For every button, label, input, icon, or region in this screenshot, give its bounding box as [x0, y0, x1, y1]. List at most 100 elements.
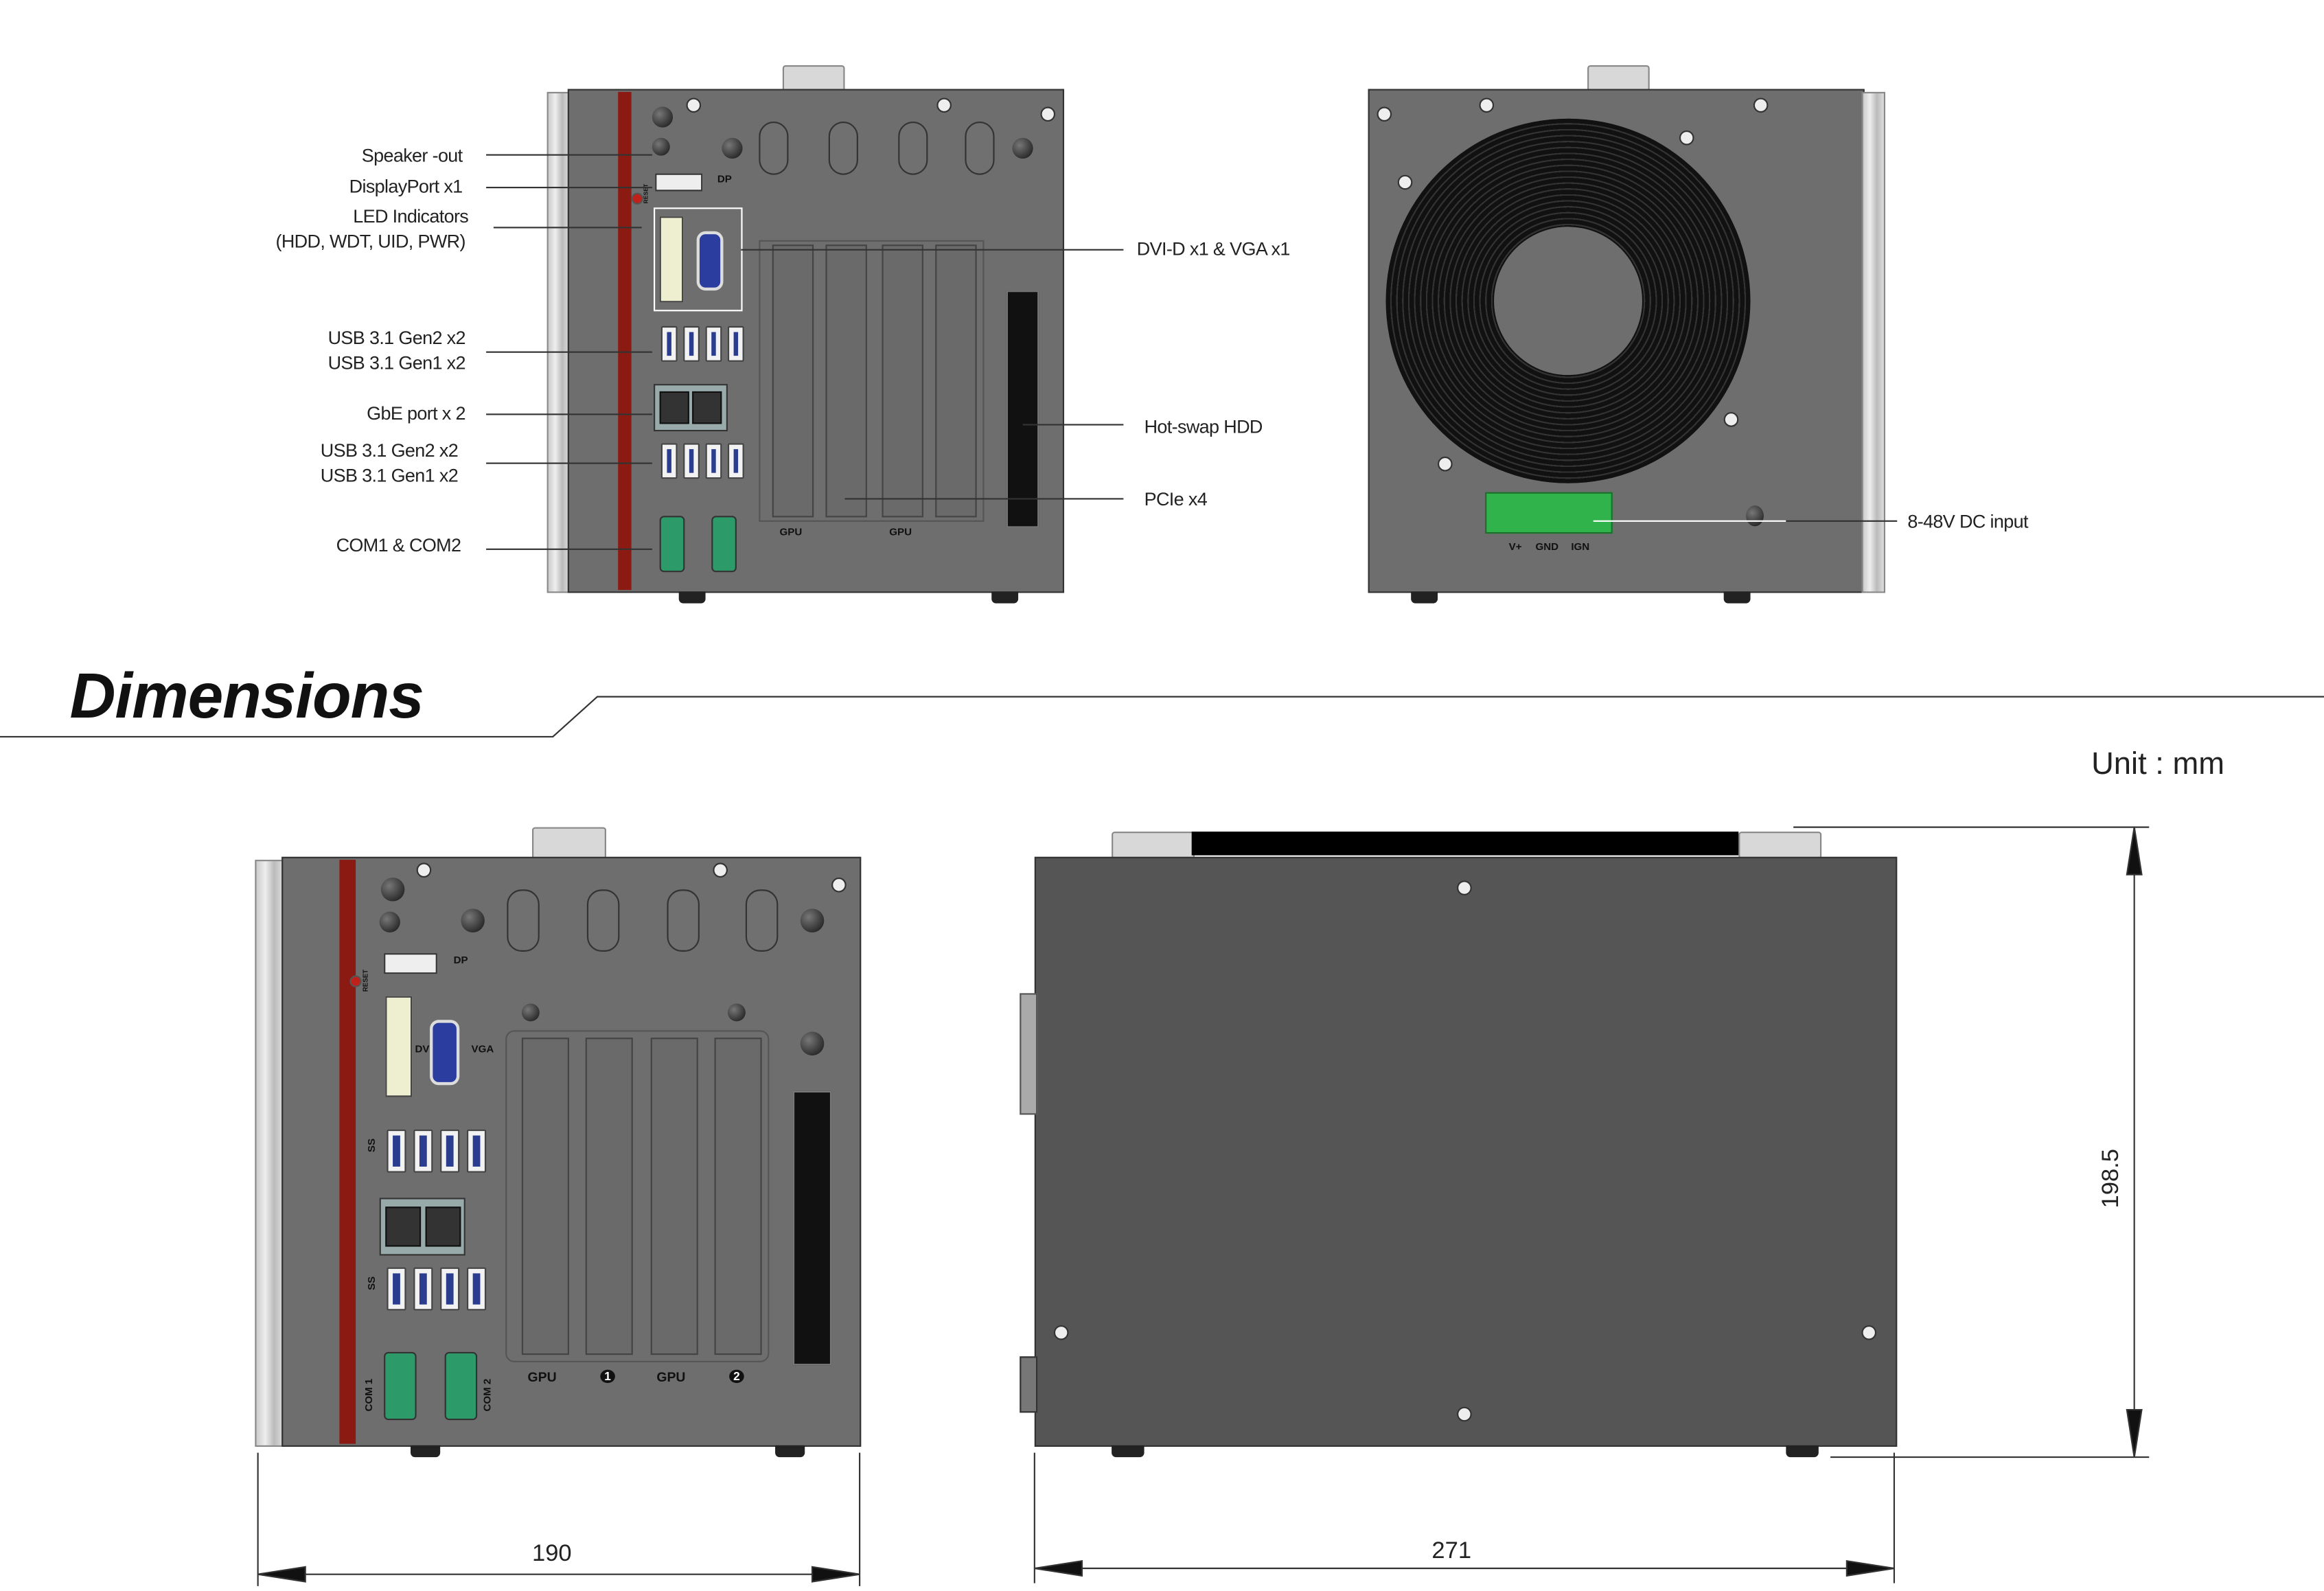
screw-icon — [713, 862, 728, 878]
displayport — [655, 173, 703, 192]
screw-icon — [1861, 1325, 1877, 1340]
pcie-slots — [505, 1030, 770, 1362]
usb-port — [727, 443, 744, 479]
usb-port — [683, 443, 700, 479]
com2-port — [444, 1351, 478, 1421]
pcie-slots — [759, 240, 985, 522]
pcie-slot — [650, 1038, 698, 1355]
dp-label: DP — [453, 956, 468, 967]
knob — [722, 137, 743, 159]
dvi-port — [659, 216, 684, 303]
leader-line — [1593, 520, 1786, 522]
pcie-slot — [882, 244, 923, 518]
foot — [1112, 1445, 1144, 1458]
leader-line — [844, 498, 1124, 500]
red-stripe — [339, 860, 356, 1444]
callout-usb-top: USB 3.1 Gen2 x2 — [327, 328, 466, 349]
video-box — [654, 207, 743, 312]
pcie-slot — [772, 244, 814, 518]
foot — [678, 591, 706, 604]
vga-port — [696, 231, 724, 291]
dp-label: DP — [717, 174, 732, 185]
handle — [1112, 832, 1195, 860]
gbe-ports — [654, 384, 728, 432]
foot — [410, 1445, 441, 1458]
db9-cutout — [965, 122, 995, 175]
section-title: Dimensions — [69, 661, 424, 733]
dvi-port — [385, 996, 413, 1097]
fan-hub — [1494, 227, 1642, 376]
side-connector — [1020, 1356, 1038, 1413]
callout-pcie: PCIe x4 — [1144, 489, 1208, 510]
usb-port — [387, 1267, 406, 1311]
pcie-slot — [521, 1038, 569, 1355]
rj45-port — [659, 391, 689, 424]
knob — [1012, 137, 1033, 159]
red-stripe — [618, 91, 632, 591]
pcie-slot — [935, 244, 977, 518]
screw-icon — [1397, 174, 1413, 190]
db9-cutout — [828, 122, 858, 175]
reset-button — [631, 192, 643, 205]
side-rail — [547, 91, 571, 593]
leader-line — [486, 413, 652, 415]
usb-port — [413, 1130, 433, 1173]
side-connector — [1020, 993, 1038, 1115]
speaker-jack — [379, 911, 400, 932]
callout-displayport: DisplayPort x1 — [349, 176, 463, 198]
pcie-slot — [585, 1038, 633, 1355]
hdd-tray — [1006, 290, 1039, 528]
foot — [1786, 1445, 1819, 1458]
unit-label: Unit : mm — [2091, 747, 2225, 781]
db9-cutout — [586, 889, 620, 952]
usb-port — [467, 1267, 487, 1311]
knob — [521, 1003, 540, 1022]
screw-icon — [831, 878, 847, 893]
screw-icon — [1457, 1406, 1472, 1422]
gpu-label: GPU — [889, 527, 912, 538]
foot — [1723, 591, 1751, 604]
db9-cutout — [507, 889, 540, 952]
usb-port — [727, 325, 744, 362]
chassis-front — [281, 856, 862, 1447]
callout-gbe: GbE port x 2 — [367, 403, 465, 424]
screw-icon — [1040, 106, 1056, 122]
foot — [775, 1445, 805, 1458]
knob — [461, 908, 485, 932]
knob — [800, 908, 825, 932]
usb-port — [467, 1130, 487, 1173]
db9-cutout — [898, 122, 928, 175]
terminal-label-vplus: V+ — [1508, 542, 1522, 553]
knob — [727, 1003, 746, 1022]
rj45-port — [692, 391, 722, 424]
leader-line — [486, 187, 652, 189]
screw-icon — [1377, 106, 1392, 122]
leader-line — [1786, 520, 1898, 522]
rj45-port — [385, 1206, 422, 1247]
slot-1-badge: 1 — [600, 1369, 615, 1384]
title-divider — [0, 696, 2324, 738]
leader-line — [486, 462, 652, 464]
screw-icon — [1053, 1325, 1069, 1340]
gbe-ports — [379, 1198, 465, 1256]
leader-line — [1022, 424, 1124, 426]
knob — [800, 1031, 825, 1056]
com1-port — [384, 1351, 417, 1421]
gpu-label: GPU — [527, 1369, 557, 1385]
side-rail — [1861, 91, 1885, 593]
usb-port — [705, 443, 722, 479]
usb-port — [413, 1267, 433, 1311]
screw-icon — [416, 862, 432, 878]
callout-com: COM1 & COM2 — [336, 535, 461, 556]
slot-2-badge: 2 — [729, 1369, 744, 1384]
foot — [991, 591, 1019, 604]
power-button-icon — [380, 878, 405, 902]
screw-icon — [686, 98, 702, 113]
callout-usb-bottom: USB 3.1 Gen2 x2 — [320, 440, 459, 461]
speaker-jack — [652, 137, 670, 156]
leader-line — [493, 227, 642, 229]
callout-speaker: Speaker -out — [361, 145, 463, 166]
vga-label: VGA — [471, 1044, 494, 1056]
callout-dvi-vga: DVI-D x1 & VGA x1 — [1136, 238, 1291, 260]
